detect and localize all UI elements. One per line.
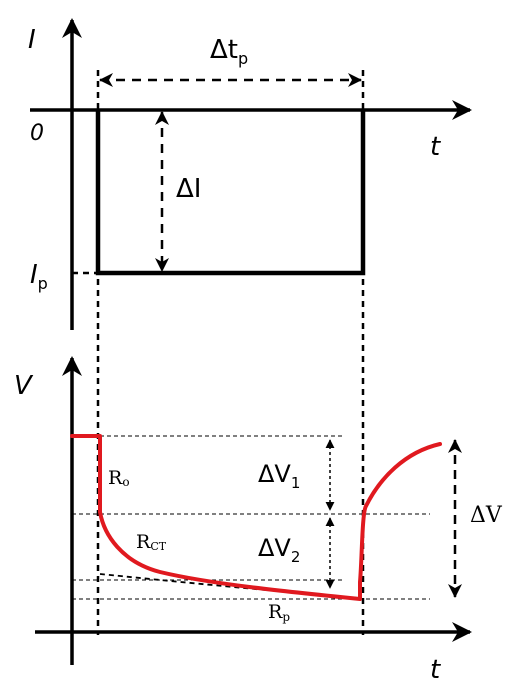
polarization-subscript: p bbox=[282, 610, 290, 624]
voltage-x-axis-label: t bbox=[430, 655, 441, 685]
pulse-level-label: Ip bbox=[30, 260, 48, 293]
charge-transfer-subscript: CT bbox=[150, 540, 166, 553]
current-x-axis-label: t bbox=[430, 132, 441, 162]
current-plot: I t 0 Ip Δtp ΔI bbox=[28, 18, 472, 635]
current-y-axis-label: I bbox=[28, 25, 36, 55]
charge-transfer-label: RCT bbox=[136, 531, 167, 553]
delta-v1-subscript: 1 bbox=[291, 474, 301, 492]
delta-v2-label: ΔV2 bbox=[258, 534, 300, 566]
pulse-duration-label: Δtp bbox=[210, 35, 248, 68]
voltage-plot: V t Ro RCT Rp ΔV1 ΔV2 ΔV bbox=[14, 356, 503, 685]
voltage-y-axis-label: V bbox=[14, 371, 34, 401]
delta-v1-label: ΔV1 bbox=[258, 460, 300, 492]
ohmic-resistance-label: Ro bbox=[108, 467, 130, 489]
pulse-level-subscript: p bbox=[38, 274, 48, 293]
delta-v-total-label: ΔV bbox=[470, 503, 503, 528]
delta-v2-subscript: 2 bbox=[291, 548, 301, 566]
origin-label: 0 bbox=[30, 121, 44, 146]
current-step-label: ΔI bbox=[176, 174, 201, 204]
polarization-label: Rp bbox=[268, 601, 290, 624]
current-pulse bbox=[95, 110, 366, 276]
pulse-duration-subscript: p bbox=[238, 49, 248, 68]
voltage-response-curve bbox=[70, 434, 442, 601]
ohmic-resistance-subscript: o bbox=[122, 475, 129, 489]
